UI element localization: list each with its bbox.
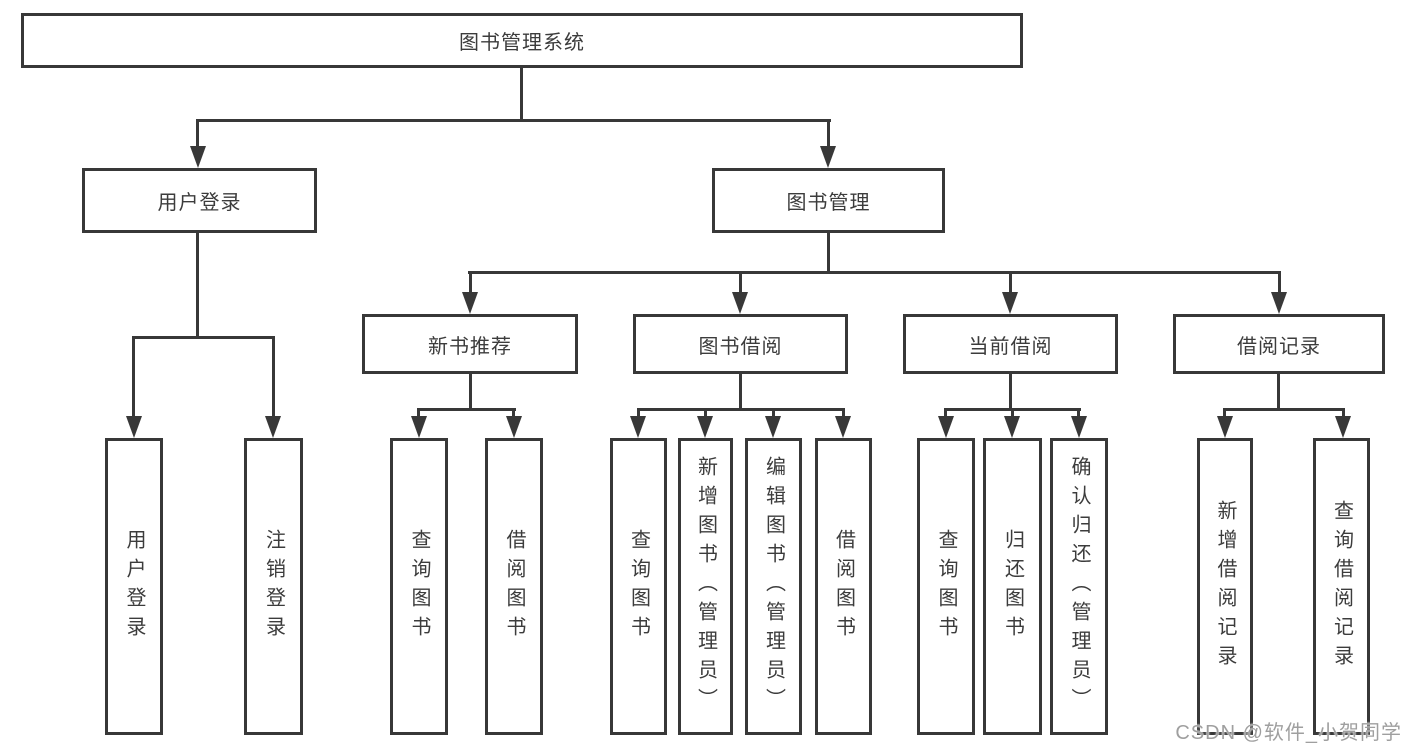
node-leaf-newbook-query: 查询图书 (390, 438, 448, 735)
node-book-mgmt-label: 图书管理 (786, 192, 871, 214)
node-borrow-record: 借阅记录 (1173, 314, 1385, 374)
arrowhead-icon (1271, 292, 1287, 314)
connector-current-borrow-stem (1009, 374, 1012, 408)
arrowhead-icon (630, 416, 646, 438)
node-root: 图书管理系统 (21, 13, 1023, 68)
node-book-borrow: 图书借阅 (633, 314, 848, 374)
connector-drop (1223, 408, 1226, 420)
connector-drop (1342, 408, 1345, 420)
connector-borrow-record-rail (1223, 408, 1345, 411)
node-leaf-current-query: 查询图书 (917, 438, 975, 735)
connector-drop-user-login (196, 119, 199, 149)
connector-root-stem (520, 68, 523, 119)
node-leaf-record-add-label: 新增借阅记录 (1214, 499, 1236, 674)
arrowhead-icon (411, 416, 427, 438)
arrowhead-icon (190, 146, 206, 168)
connector-drop (842, 408, 845, 420)
connector-drop (772, 408, 775, 420)
connector-drop (417, 408, 420, 420)
node-leaf-borrow-query-label: 查询图书 (627, 528, 650, 645)
connector-book-borrow-rail (637, 408, 845, 411)
node-leaf-newbook-borrow-label: 借阅图书 (503, 528, 525, 645)
node-leaf-current-return-label: 归还图书 (1001, 528, 1024, 645)
arrowhead-icon (1002, 292, 1018, 314)
node-leaf-logout-label: 注销登录 (262, 528, 285, 645)
arrowhead-icon (732, 292, 748, 314)
node-leaf-logout: 注销登录 (244, 438, 303, 735)
arrowhead-icon (765, 416, 781, 438)
node-leaf-current-return: 归还图书 (983, 438, 1042, 735)
node-current-borrow-label: 当前借阅 (968, 335, 1053, 358)
arrowhead-icon (265, 416, 281, 438)
connector-new-book-stem (469, 374, 472, 408)
node-leaf-current-confirm-label: 确认归还（管理员） (1068, 456, 1090, 717)
connector-drop-new-book (469, 271, 472, 296)
connector-drop-leaf-user-login (132, 336, 135, 420)
arrowhead-icon (938, 416, 954, 438)
node-leaf-borrow-query: 查询图书 (610, 438, 667, 735)
connector-user-login-stem (196, 233, 199, 336)
arrowhead-icon (126, 416, 142, 438)
connector-drop (1077, 408, 1080, 420)
connector-drop-current-borrow (1009, 271, 1012, 296)
node-new-book: 新书推荐 (362, 314, 578, 374)
arrowhead-icon (1217, 416, 1233, 438)
node-leaf-borrow-edit: 编辑图书（管理员） (745, 438, 802, 735)
arrowhead-icon (1071, 416, 1087, 438)
connector-drop (704, 408, 707, 420)
node-user-login: 用户登录 (82, 168, 317, 233)
connector-drop (637, 408, 640, 420)
connector-book-mgmt-rail (468, 271, 1281, 274)
node-book-mgmt: 图书管理 (712, 168, 945, 233)
connector-drop-borrow-record (1278, 271, 1281, 296)
node-leaf-record-query-label: 查询借阅记录 (1330, 499, 1353, 674)
node-leaf-borrow-borrow: 借阅图书 (815, 438, 872, 735)
node-leaf-record-add: 新增借阅记录 (1197, 438, 1253, 735)
connector-user-login-rail (132, 336, 275, 339)
arrowhead-icon (835, 416, 851, 438)
node-leaf-borrow-borrow-label: 借阅图书 (832, 528, 855, 645)
node-leaf-user-login-label: 用户登录 (123, 528, 145, 645)
node-leaf-current-confirm: 确认归还（管理员） (1050, 438, 1108, 735)
node-new-book-label: 新书推荐 (428, 335, 512, 358)
arrowhead-icon (506, 416, 522, 438)
node-leaf-user-login: 用户登录 (105, 438, 163, 735)
node-leaf-borrow-edit-label: 编辑图书（管理员） (762, 456, 785, 717)
connector-book-borrow-stem (739, 374, 742, 408)
node-book-borrow-label: 图书借阅 (698, 335, 783, 358)
node-leaf-borrow-add: 新增图书（管理员） (678, 438, 733, 735)
node-leaf-record-query: 查询借阅记录 (1313, 438, 1370, 735)
connector-borrow-record-stem (1277, 374, 1280, 408)
arrowhead-icon (462, 292, 478, 314)
connector-root-rail (196, 119, 831, 122)
node-leaf-borrow-add-label: 新增图书（管理员） (694, 456, 717, 717)
connector-drop-book-borrow (739, 271, 742, 296)
connector-drop (1011, 408, 1014, 420)
connector-drop-book-mgmt (827, 119, 830, 149)
connector-new-book-rail (417, 408, 516, 411)
watermark: CSDN @软件_小贺同学 (1175, 722, 1402, 744)
node-leaf-current-query-label: 查询图书 (935, 528, 957, 645)
connector-drop-leaf-logout (272, 336, 275, 420)
arrowhead-icon (820, 146, 836, 168)
arrowhead-icon (1004, 416, 1020, 438)
connector-book-mgmt-stem (827, 233, 830, 271)
node-leaf-newbook-query-label: 查询图书 (408, 528, 430, 645)
node-user-login-label: 用户登录 (157, 192, 242, 214)
arrowhead-icon (1335, 416, 1351, 438)
connector-drop (512, 408, 515, 420)
node-leaf-newbook-borrow: 借阅图书 (485, 438, 543, 735)
node-borrow-record-label: 借阅记录 (1237, 335, 1321, 358)
arrowhead-icon (697, 416, 713, 438)
node-current-borrow: 当前借阅 (903, 314, 1118, 374)
connector-drop (944, 408, 947, 420)
node-root-label: 图书管理系统 (459, 32, 585, 54)
